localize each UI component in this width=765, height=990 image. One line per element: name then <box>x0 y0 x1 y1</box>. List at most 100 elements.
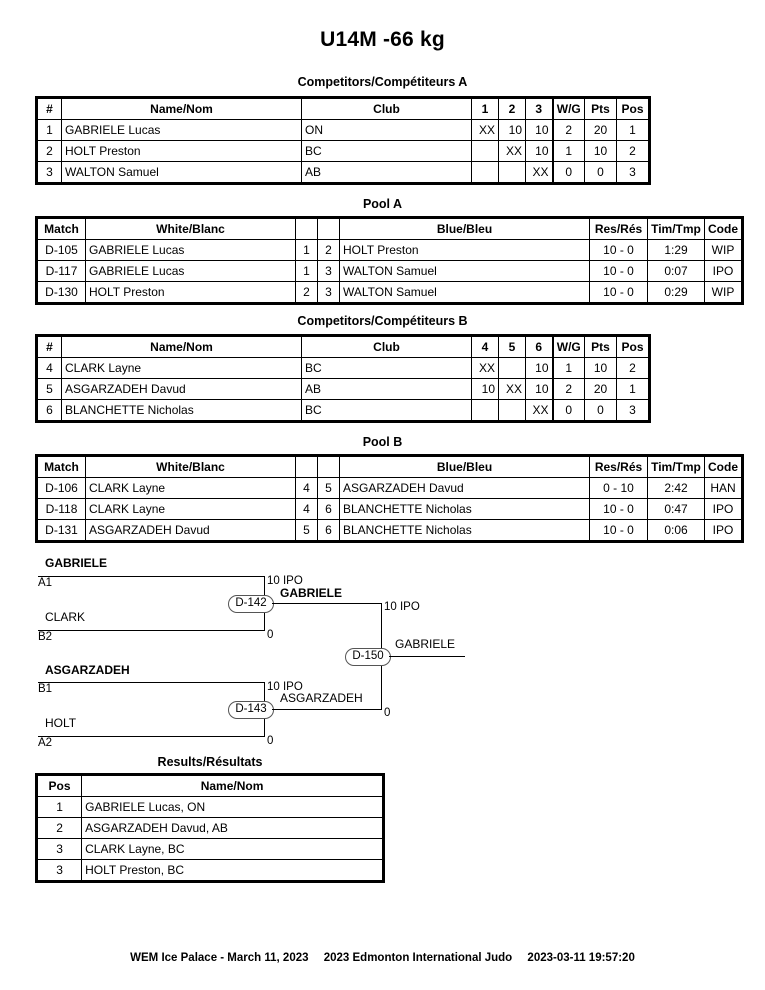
cell-time: 0:07 <box>647 260 705 282</box>
cell-club: AB <box>301 378 472 400</box>
cell-name: ASGARZADEH Davud <box>61 378 302 400</box>
page-title: U14M -66 kg <box>320 28 445 51</box>
cell-white-seed: 4 <box>295 498 318 520</box>
cell-blue-name: WALTON Samuel <box>339 260 590 282</box>
bracket-champion-name: GABRIELE <box>395 637 456 651</box>
cell-pos: 2 <box>616 140 649 162</box>
cell-matrix: XX <box>471 357 499 379</box>
section-title-pool-a: Pool A <box>362 197 403 211</box>
header-tim: Tim/Tmp <box>647 456 705 478</box>
section-title-competitors-a: Competitors/Compétiteurs A <box>297 75 468 89</box>
table-header-row: Match White/Blanc Blue/Bleu Res/Rés Tim/… <box>37 218 742 240</box>
bracket-score: 0 <box>384 707 391 719</box>
header-matrix-col: 1 <box>471 98 499 120</box>
cell-matrix: XX <box>498 378 526 400</box>
cell-blue-seed: 6 <box>317 519 340 541</box>
header-white: White/Blanc <box>85 456 296 478</box>
bracket-score: 10 IPO <box>384 601 420 613</box>
header-club: Club <box>301 336 472 358</box>
bracket-match-node-d150[interactable]: D-150 <box>345 648 391 666</box>
cell-position: 3 <box>36 838 83 860</box>
cell-club: ON <box>301 119 472 141</box>
header-blue: Blue/Bleu <box>339 218 590 240</box>
cell-name: HOLT Preston, BC <box>81 859 383 881</box>
header-blue: Blue/Bleu <box>339 456 590 478</box>
cell-matrix <box>471 140 499 162</box>
cell-matrix: 10 <box>525 378 553 400</box>
cell-blue-seed: 3 <box>317 260 340 282</box>
cell-match-number: D-106 <box>37 477 86 499</box>
cell-matrix: 10 <box>525 140 553 162</box>
cell-wg: 2 <box>551 378 585 400</box>
cell-pts: 0 <box>584 161 617 183</box>
header-res: Res/Rés <box>589 218 648 240</box>
bracket-line <box>38 576 265 577</box>
cell-result: 10 - 0 <box>589 498 648 520</box>
cell-matrix: XX <box>471 119 499 141</box>
header-matrix-col: 4 <box>471 336 499 358</box>
cell-time: 0:47 <box>647 498 705 520</box>
cell-matrix: 10 <box>525 119 553 141</box>
cell-time: 0:06 <box>647 519 705 541</box>
cell-code: IPO <box>704 260 742 282</box>
cell-white-seed: 1 <box>295 239 318 261</box>
cell-matrix: 10 <box>471 378 499 400</box>
footer: WEM Ice Palace - March 11, 2023 2023 Edm… <box>0 952 765 964</box>
header-code: Code <box>704 218 742 240</box>
cell-name: CLARK Layne <box>61 357 302 379</box>
header-tim: Tim/Tmp <box>647 218 705 240</box>
cell-matrix <box>498 357 526 379</box>
header-seed-white <box>295 456 318 478</box>
bracket-match-node-d142[interactable]: D-142 <box>228 595 274 613</box>
cell-position: 2 <box>36 817 83 839</box>
bracket-line <box>38 736 265 737</box>
header-seed-white <box>295 218 318 240</box>
cell-name: WALTON Samuel <box>61 161 302 183</box>
bracket-seed: B1 <box>38 683 53 695</box>
bracket-score: 0 <box>267 735 274 747</box>
cell-code: IPO <box>704 498 742 520</box>
cell-result: 10 - 0 <box>589 239 648 261</box>
cell-matrix: XX <box>498 140 526 162</box>
cell-matrix <box>498 161 526 183</box>
bracket-seed: A2 <box>38 737 53 749</box>
cell-wg: 1 <box>551 357 585 379</box>
header-club: Club <box>301 98 472 120</box>
header-wg: W/G <box>551 98 585 120</box>
bracket-line <box>272 709 382 710</box>
elimination-bracket: GABRIELE A1 10 IPO CLARK B2 0 D-142 GABR… <box>0 548 765 763</box>
cell-name: CLARK Layne, BC <box>81 838 383 860</box>
cell-match-number: D-117 <box>37 260 86 282</box>
cell-match-number: D-131 <box>37 519 86 541</box>
cell-time: 2:42 <box>647 477 705 499</box>
footer-timestamp: 2023-03-11 19:57:20 <box>527 952 635 964</box>
header-pts: Pts <box>584 336 617 358</box>
cell-pos: 1 <box>616 378 649 400</box>
bracket-line <box>272 603 382 604</box>
cell-pts: 20 <box>584 378 617 400</box>
bracket-match-node-d143[interactable]: D-143 <box>228 701 274 719</box>
cell-match-number: D-118 <box>37 498 86 520</box>
bracket-line <box>38 682 265 683</box>
cell-pos: 2 <box>616 357 649 379</box>
bracket-seed: B2 <box>38 631 53 643</box>
cell-white-name: HOLT Preston <box>85 281 296 303</box>
header-num: # <box>37 336 62 358</box>
header-matrix-col: 5 <box>498 336 526 358</box>
bracket-score: 0 <box>267 629 274 641</box>
bracket-winner-name: ASGARZADEH <box>280 691 363 705</box>
bracket-competitor-name: CLARK <box>45 610 86 624</box>
cell-matrix: 10 <box>498 119 526 141</box>
cell-position: 1 <box>36 796 83 818</box>
cell-position: 3 <box>36 859 83 881</box>
cell-name: ASGARZADEH Davud, AB <box>81 817 383 839</box>
header-pos: Pos <box>616 336 649 358</box>
